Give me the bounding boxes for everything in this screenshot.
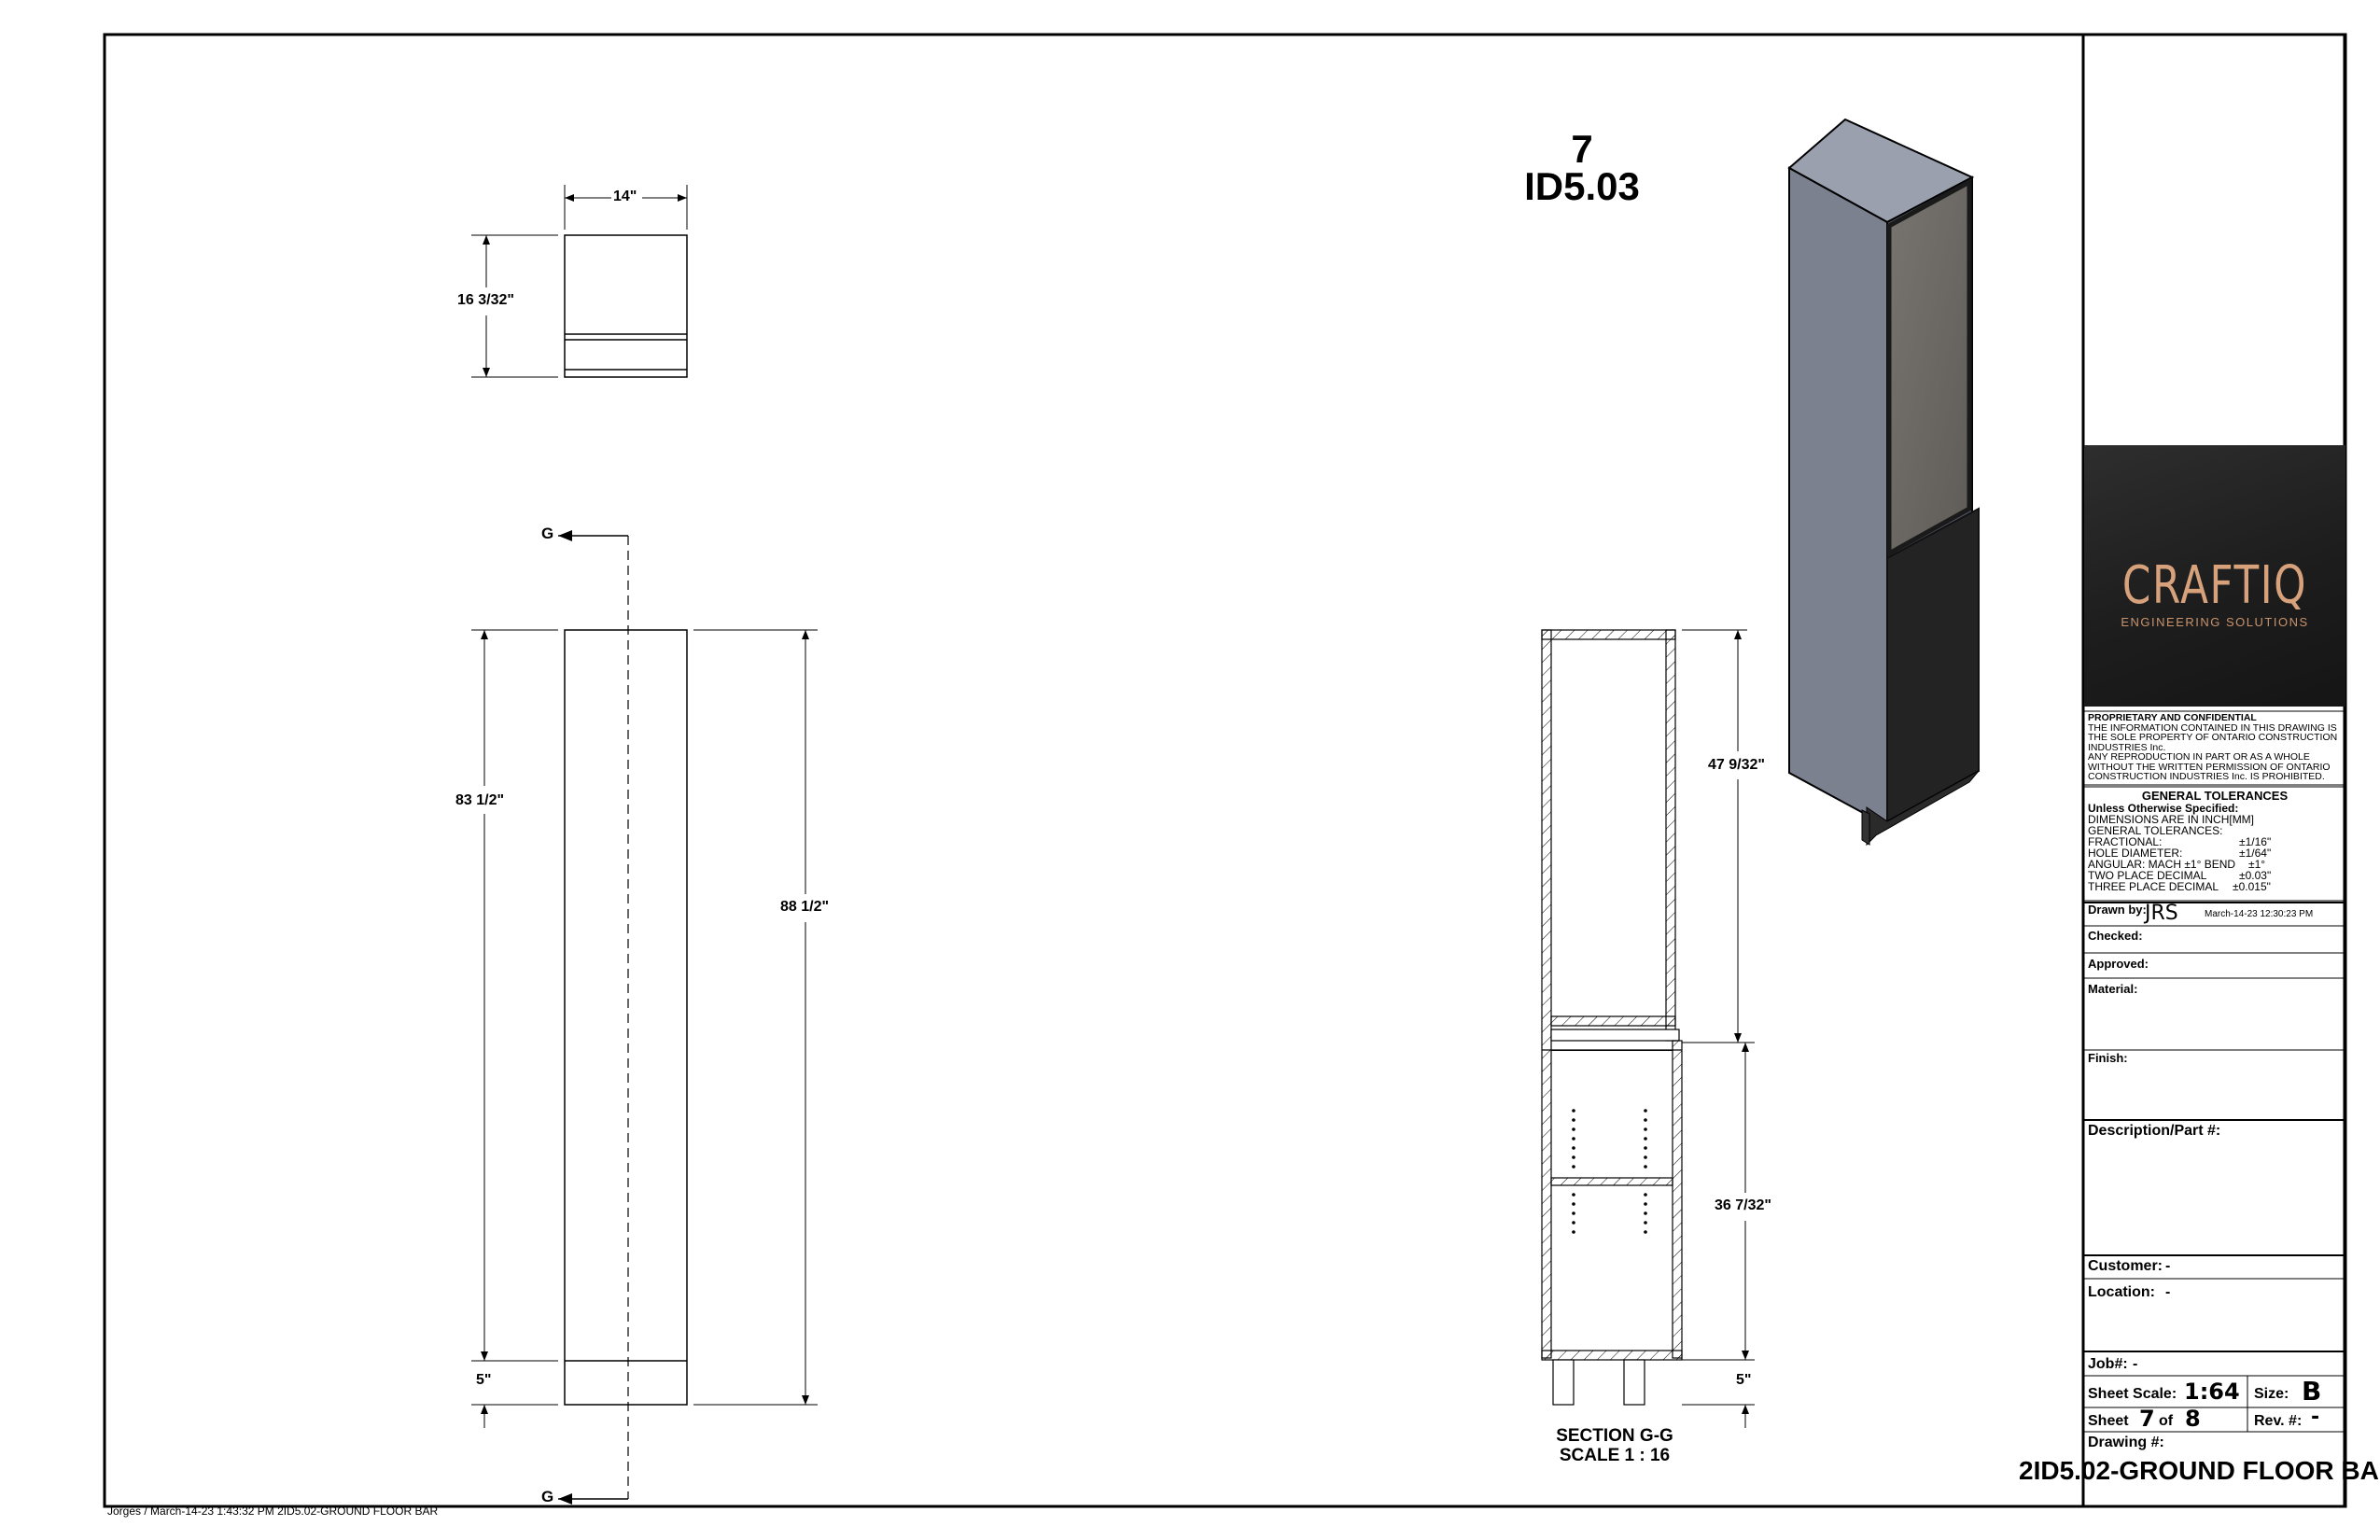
- sheet-total: 8: [2185, 1406, 2201, 1432]
- logo-tagline: ENGINEERING SOLUTIONS: [2121, 615, 2309, 629]
- footer-note: Jorges / March-14-23 1:43:32 PM 2ID5.02-…: [107, 1505, 439, 1518]
- proprietary-line: THE INFORMATION CONTAINED IN THIS DRAWIN…: [2088, 721, 2337, 734]
- dim-section-toe-kick: 5": [1736, 1372, 1752, 1388]
- sheet-scale-label: Sheet Scale:: [2088, 1386, 2177, 1402]
- title-block-grid: [2083, 710, 2345, 1433]
- tolerance-label: FRACTIONAL:: [2088, 835, 2163, 848]
- tolerance-value: ±0.03": [2239, 869, 2272, 882]
- dim-front-body-height: 83 1/2": [455, 792, 505, 808]
- location-label: Location:: [2088, 1284, 2155, 1300]
- view-reference: ID5.03: [1524, 164, 1640, 208]
- section-marker-top: G: [541, 525, 554, 542]
- sheet-scale-value: 1:64: [2184, 1379, 2240, 1405]
- dim-top-depth: 16 3/32": [457, 292, 514, 308]
- tolerance-label: TWO PLACE DECIMAL: [2088, 869, 2207, 882]
- drawing-number: 2ID5.02-GROUND FLOOR BA: [2019, 1456, 2379, 1485]
- company-logo: CRAFTIQ ENGINEERING SOLUTIONS: [2084, 445, 2345, 707]
- dim-front-overall-height: 88 1/2": [780, 899, 830, 915]
- dim-front-toe-kick: 5": [476, 1372, 492, 1388]
- proprietary-line: INDUSTRIES Inc.: [2088, 741, 2166, 753]
- sheet-number: 7: [2139, 1406, 2155, 1432]
- checked-label: Checked:: [2088, 929, 2143, 943]
- isometric-cabinet: [1787, 118, 1980, 847]
- tolerance-row: ANGULAR: MACH ±1° BEND ±1°: [2088, 859, 2342, 870]
- tolerance-label: ANGULAR: MACH ±1° BEND: [2088, 858, 2236, 871]
- sheet-label: Sheet: [2088, 1413, 2129, 1429]
- drawn-by-value: JRS: [2145, 902, 2178, 925]
- tolerance-value: ±1/64": [2239, 847, 2272, 860]
- toe-kick: [1866, 770, 1980, 847]
- tolerance-value: ±1/16": [2239, 835, 2272, 848]
- section-label: SECTION G-G SCALE 1 : 16: [1512, 1426, 1717, 1465]
- dim-section-upper: 47 9/32": [1708, 757, 1765, 773]
- view-number: 7: [1571, 127, 1593, 171]
- tolerance-row: HOLE DIAMETER: ±1/64": [2088, 847, 2342, 859]
- customer-value: -: [2165, 1258, 2171, 1274]
- job-value: -: [2133, 1356, 2138, 1372]
- tolerance-row: TWO PLACE DECIMAL ±0.03": [2088, 870, 2342, 881]
- tolerance-row: THREE PLACE DECIMAL ±0.015": [2088, 881, 2342, 892]
- shelf-pin-holes: [1572, 1109, 1647, 1234]
- lower-door: [1886, 507, 1980, 823]
- tolerance-value: ±1°: [2248, 858, 2266, 871]
- title-block-frame: [2081, 33, 2347, 1508]
- top-view: [471, 185, 688, 378]
- material-label: Material:: [2088, 982, 2138, 996]
- section-scale: SCALE 1 : 16: [1559, 1446, 1671, 1465]
- leg-left: [1552, 1359, 1575, 1406]
- section-title: SECTION G-G: [1556, 1426, 1673, 1446]
- cabinet-side-face: [1788, 166, 1888, 828]
- of-label: of: [2159, 1413, 2174, 1429]
- tolerance-label: HOLE DIAMETER:: [2088, 847, 2183, 860]
- front-view: [471, 530, 818, 1505]
- approved-label: Approved:: [2088, 957, 2149, 971]
- rev-label: Rev. #:: [2254, 1413, 2303, 1429]
- description-label: Description/Part #:: [2088, 1123, 2221, 1139]
- front-view-outline: [564, 629, 688, 1406]
- logo-name: CRAFTIQ: [2121, 555, 2308, 616]
- tolerance-line: GENERAL TOLERANCES:: [2088, 824, 2223, 837]
- proprietary-heading: PROPRIETARY AND CONFIDENTIAL: [2088, 712, 2257, 723]
- proprietary-notice: PROPRIETARY AND CONFIDENTIAL THE INFORMA…: [2088, 713, 2342, 782]
- proprietary-line: WITHOUT THE WRITTEN PERMISSION OF ONTARI…: [2088, 761, 2331, 773]
- dim-top-width: 14": [613, 189, 637, 204]
- proprietary-line: THE SOLE PROPERTY OF ONTARIO CONSTRUCTIO…: [2088, 732, 2338, 743]
- tolerance-row: FRACTIONAL: ±1/16": [2088, 836, 2342, 847]
- location-value: -: [2165, 1284, 2171, 1300]
- leg-right: [1623, 1359, 1645, 1406]
- proprietary-line: ANY REPRODUCTION IN PART OR AS A WHOLE: [2088, 751, 2310, 763]
- drawn-by-label: Drawn by:: [2088, 903, 2147, 917]
- tolerances-heading: GENERAL TOLERANCES: [2141, 789, 2289, 803]
- drawing-number-clip: 2ID5.02-GROUND FLOOR BA: [1997, 1452, 2380, 1486]
- glass-door: [1886, 177, 1972, 558]
- customer-label: Customer:: [2088, 1258, 2163, 1274]
- sheet-border: [103, 33, 2346, 1508]
- general-tolerances: GENERAL TOLERANCES Unless Otherwise Spec…: [2088, 789, 2342, 892]
- size-value: B: [2302, 1376, 2322, 1407]
- dim-section-lower: 36 7/32": [1715, 1197, 1771, 1213]
- section-view: [1541, 629, 1755, 1428]
- tolerance-label: THREE PLACE DECIMAL: [2088, 880, 2219, 893]
- drawing-label: Drawing #:: [2088, 1435, 2164, 1450]
- section-marker-bottom: G: [541, 1488, 554, 1505]
- proprietary-line: CONSTRUCTION INDUSTRIES Inc. IS PROHIBIT…: [2088, 771, 2325, 782]
- drawn-date: March-14-23 12:30:23 PM: [2205, 909, 2314, 919]
- job-label: Job#:: [2088, 1356, 2128, 1372]
- tolerances-subheading: Unless Otherwise Specified:: [2088, 802, 2239, 815]
- tolerance-line: DIMENSIONS ARE IN INCH[MM]: [2088, 813, 2255, 826]
- size-label: Size:: [2254, 1386, 2289, 1402]
- top-view-outline: [564, 234, 688, 378]
- finish-label: Finish:: [2088, 1051, 2128, 1065]
- tolerance-value: ±0.015": [2233, 880, 2271, 893]
- rev-value: -: [2311, 1406, 2320, 1429]
